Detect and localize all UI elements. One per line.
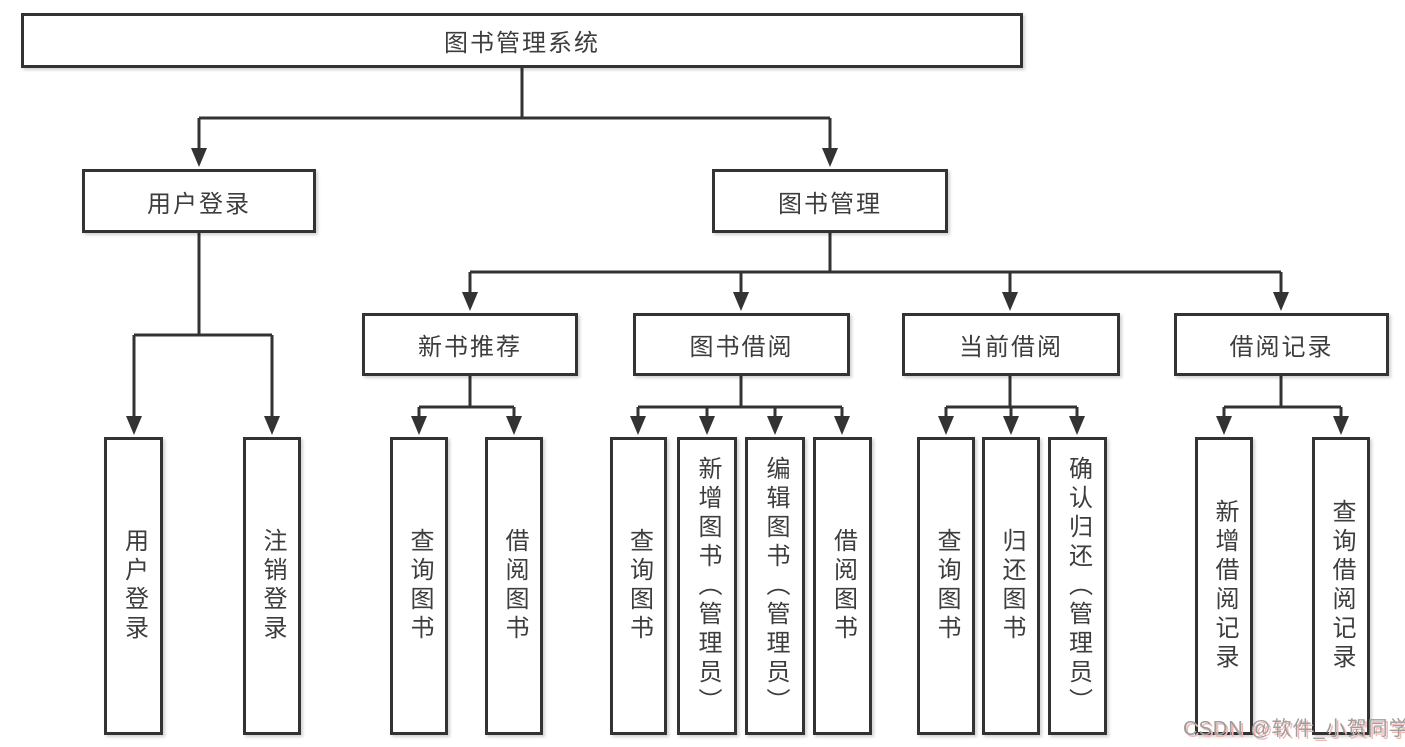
leaf-borrowing-add-books-admin: 新增图书（管理员） [677, 437, 737, 735]
leaf-logout: 注销登录 [243, 437, 301, 735]
connector-bookborrow-to-leaves [636, 376, 844, 420]
leaf-borrowing-query-books: 查询图书 [610, 437, 667, 735]
leaf-borrowing-edit-books-admin: 编辑图书（管理员） [745, 437, 805, 735]
leaf-records-add-record: 新增借阅记录 [1195, 437, 1253, 735]
connector-currentborrow-to-leaves [944, 376, 1079, 420]
connector-borrowrecord-to-leaves [1222, 376, 1343, 420]
connector-bookmgmt-to-level3 [468, 233, 1283, 294]
leaf-records-query-record: 查询借阅记录 [1312, 437, 1370, 735]
leaf-borrowing-borrow-books: 借阅图书 [813, 437, 872, 735]
arrowheads [126, 148, 1349, 435]
connector-userlogin-to-leaves [132, 233, 274, 418]
connector-newbook-to-leaves [417, 376, 516, 420]
leaf-newbook-query-books: 查询图书 [390, 437, 448, 735]
leaf-current-return-books: 归还图书 [982, 437, 1040, 735]
node-user-login: 用户登录 [82, 169, 316, 233]
node-current-borrowing: 当前借阅 [902, 313, 1120, 376]
node-root-system: 图书管理系统 [21, 13, 1023, 68]
leaf-user-login: 用户登录 [104, 437, 163, 735]
node-new-book-recommend: 新书推荐 [362, 313, 578, 376]
leaf-current-query-books: 查询图书 [917, 437, 975, 735]
node-borrow-records: 借阅记录 [1174, 313, 1389, 376]
connector-root-to-level2 [197, 68, 832, 150]
leaf-current-confirm-return-admin: 确认归还（管理员） [1048, 437, 1107, 735]
leaf-newbook-borrow-books: 借阅图书 [485, 437, 543, 735]
node-book-management: 图书管理 [712, 169, 948, 233]
csdn-watermark: CSDN @软件_小贺同学 [1183, 718, 1405, 740]
node-book-borrowing: 图书借阅 [633, 313, 850, 376]
